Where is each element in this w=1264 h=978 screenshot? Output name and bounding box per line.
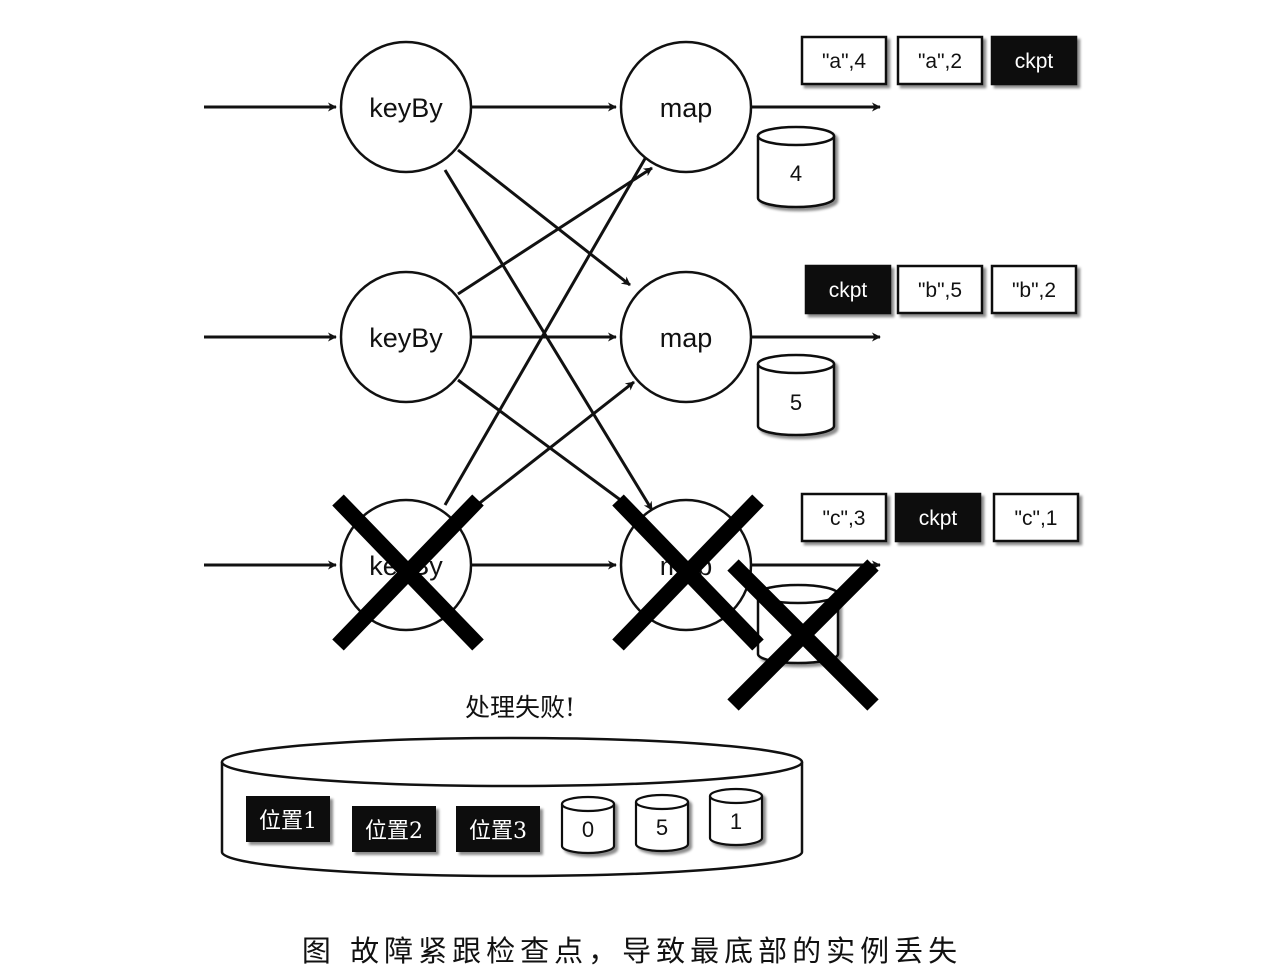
keyby-label-1: keyBy	[369, 93, 443, 123]
record-label: "a",4	[822, 50, 866, 73]
stored-value: 1	[730, 809, 742, 834]
keyby-node-2: keyBy	[339, 270, 473, 404]
keyby-nodes: keyBy keyBy keyBy	[339, 40, 473, 632]
position-label: 位置3	[469, 819, 527, 844]
checkpoint-barrier	[894, 492, 982, 543]
failed-map-x-icon	[612, 494, 764, 651]
checkpoint-label: ckpt	[919, 507, 958, 530]
edge-k3-m2	[457, 380, 635, 522]
input-arrows	[204, 102, 337, 570]
output-arrows	[752, 102, 881, 570]
edge-k1-m2	[457, 148, 631, 287]
record-box	[896, 35, 984, 86]
record-box	[992, 492, 1080, 543]
record-box	[800, 492, 888, 543]
stored-value-cylinder	[560, 795, 616, 855]
output-row-top: "a",4 "a",2 ckpt	[800, 35, 1078, 86]
position-box	[352, 806, 436, 852]
state-cylinder-2	[756, 353, 836, 437]
state-value-2: 5	[790, 390, 802, 415]
state-value-1: 4	[790, 161, 802, 186]
stored-value-cylinder	[708, 787, 764, 847]
failure-marks	[332, 494, 879, 711]
failed-state-x-icon	[727, 559, 879, 711]
shuffle-arrows	[443, 102, 654, 570]
failed-keyby-x-icon	[332, 494, 484, 651]
output-row-middle: ckpt "b",5 "b",2	[804, 264, 1078, 315]
record-box	[896, 264, 984, 315]
output-row-bottom: "c",3 ckpt "c",1	[800, 492, 1080, 543]
record-label: "b",5	[918, 279, 962, 302]
position-label: 位置1	[259, 809, 317, 834]
position-box	[246, 796, 330, 842]
edge-k2-m1	[457, 166, 653, 296]
map-node-1: map	[619, 40, 753, 174]
state-stores: 4 5	[756, 125, 840, 665]
stored-value-cylinder	[634, 793, 690, 853]
map-nodes: map map map	[619, 40, 753, 632]
figure-caption: 图 故障紧跟检查点，导致最底部的实例丢失	[301, 934, 963, 968]
record-box	[990, 264, 1078, 315]
keyby-node-1: keyBy	[339, 40, 473, 174]
position-box	[456, 806, 540, 852]
record-label: "b",2	[1012, 279, 1056, 302]
record-label: "c",1	[1015, 507, 1058, 530]
keyby-label-2: keyBy	[369, 323, 443, 353]
storage-values: 0 5 1	[560, 787, 764, 855]
checkpoint-label: ckpt	[829, 279, 868, 302]
stored-value: 0	[582, 817, 594, 842]
map-label-1: map	[660, 93, 713, 123]
edge-k1-m3	[443, 169, 654, 511]
state-cylinder-1	[756, 125, 836, 209]
record-label: "a",2	[918, 50, 962, 73]
checkpoint-barrier	[990, 35, 1078, 86]
map-node-2: map	[619, 270, 753, 404]
record-box	[800, 35, 888, 86]
failure-message: 处理失败!	[465, 693, 575, 722]
map-label-2: map	[660, 323, 713, 353]
record-label: "c",3	[823, 507, 866, 530]
checkpoint-barrier	[804, 264, 892, 315]
checkpoint-label: ckpt	[1015, 50, 1054, 73]
position-label: 位置2	[365, 819, 423, 844]
stored-value: 5	[656, 815, 668, 840]
edge-k3-m1	[443, 149, 652, 506]
edge-k2-m3	[457, 378, 635, 512]
storage-positions: 位置1 位置2 位置3	[246, 796, 540, 852]
